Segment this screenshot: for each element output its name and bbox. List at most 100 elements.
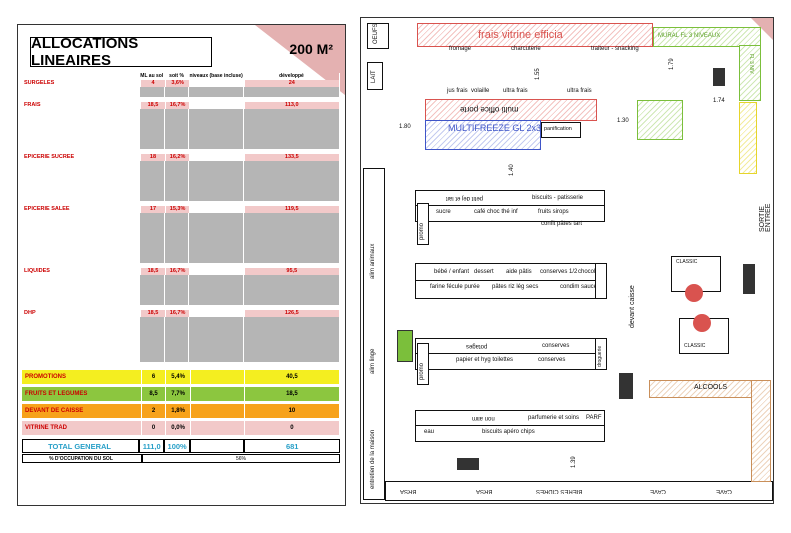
allocation-table: ML au sol soit % niveaux (base incluse) … [22,73,341,463]
occupation-value: 56% [142,454,340,463]
band-ml: 8,5 [142,387,167,401]
occupation-label: % D'OCCUPATION DU SOL [22,454,142,463]
aisle4-bot-label-1: eau [424,429,435,435]
total-label: TOTAL GENERAL [22,439,140,453]
section-ml: 17 [141,206,166,213]
section-dev: 119,5 [244,206,341,213]
section-name: DHP [22,310,142,317]
table-header: ML au sol soit % niveaux (base incluse) … [22,73,340,80]
brsa-label-1: BRSA [400,488,417,494]
lait-box: LAIT [367,62,383,90]
sub-row [22,290,340,295]
sub-row [22,181,340,186]
cashier-2 [693,314,711,332]
sub-row [22,317,340,322]
aisle3-top-label-2: conserves [542,343,570,349]
multifreeze-label: MULTIFREEZE GL 2x3P [448,123,548,133]
sub-row [22,134,340,139]
cashier-1 [685,284,703,302]
section-ml: 18,5 [141,102,166,109]
promo-end-2: promo [417,343,429,385]
allocations-panel: ALLOCATIONS LINEAIRES 200 M² ML au sol s… [17,24,346,506]
measure-139: 1.39 [571,456,577,468]
section-row: EPICERIE SALEE 17 15,3% 119,5 [22,206,341,213]
aisle2-top-label-3: aide pâtis [506,269,532,275]
fl-block [637,100,683,140]
oeufs-box: OEUFS [367,23,389,49]
aisle2-top-label-2: dessert [474,269,494,275]
band-name: VITRINE TRAD [22,421,142,435]
vitrine-frais-label: frais vitrine efficia [478,29,563,41]
total-ml: 111,0 [139,439,165,453]
label-jus: jus frais [447,88,468,94]
sub-row [22,124,340,129]
sub-row [22,322,340,327]
section-ml: 4 [141,80,166,87]
measure-179: 1.79 [669,58,675,70]
section-pct: 16,7% [165,310,191,317]
section-row: FRAIS 18,5 16,7% 113,0 [22,102,341,109]
total-row: TOTAL GENERAL 111,0 100% 681 [22,439,340,453]
sub-row [22,161,340,166]
section-dev: 113,0 [244,102,341,109]
cave-shelf [751,380,771,482]
sub-row [22,176,340,181]
total-dev: 681 [244,439,340,453]
sub-row [22,300,340,305]
left-wall-label-1: alim animaux [370,243,376,279]
sub-row [22,218,340,223]
header-ml: ML au sol [140,73,165,80]
multi-office-label: multi office porte [460,105,519,114]
trolley-icon [713,68,725,86]
sub-row [22,347,340,352]
band-pct: 5,4% [166,370,191,384]
sub-row [22,139,340,144]
label-ultra-frais-1: ultra frais [503,88,528,94]
section-row: SURGELES 4 3,6% 24 [22,80,341,87]
section-dev: 126,5 [244,310,341,317]
gondola-2: bébé / enfant dessert aide pâtis conserv… [415,263,605,299]
gondola-4: non alim parfumerie et soins eau biscuit… [415,410,605,442]
section-pct: 16,7% [165,268,191,275]
sub-row [22,332,340,337]
aisle1-bot-label-2: café choc thé inf [474,209,518,215]
label-ultra-frais-2: ultra frais [567,88,592,94]
aisle2-top-label-1: bébé / enfant [434,269,470,275]
band-dev: 18,5 [245,387,341,401]
sub-row [22,186,340,191]
band-pct: 7,7% [166,387,191,401]
section-row: LIQUIDES 18,5 16,7% 95,5 [22,268,341,275]
measure-174: 1.74 [713,98,725,104]
gondola-3: potages conserves papier et hyg toilette… [415,338,605,370]
section-dev: 24 [244,80,341,87]
section-dev: 95,5 [244,268,341,275]
sub-row [22,87,340,92]
left-wall-shelf: alim animaux alim linge entretien de la … [363,168,385,500]
band-ml: 6 [142,370,167,384]
aisle1-bot-label-3: fruits sirops [538,209,569,215]
label-traiteur: traiteur - snacking [591,46,639,52]
fl-right: FL 3 NIV [739,45,761,101]
band-name: FRUITS ET LEGUMES [22,387,142,401]
band-row: PROMOTIONS 6 5,4% 40,5 [22,370,341,384]
band-row: DEVANT DE CAISSE 2 1,8% 10 [22,404,341,418]
band-row: FRUITS ET LEGUMES 8,5 7,7% 18,5 [22,387,341,401]
header-dev: développé [244,73,340,80]
aisle3-bot-label-2: conserves [538,357,566,363]
aisle1-top-label-2: biscuits - patisserie [532,195,584,201]
section-pct: 16,2% [165,154,191,161]
panification-label: panification [544,126,572,132]
sub-row [22,248,340,253]
section-name: EPICERIE SALEE [22,206,142,213]
trolley-icon [743,264,755,294]
section-ml: 18 [141,154,166,161]
gondola-1: petit dej et lait biscuits - patisserie … [415,190,605,222]
alcools-label: ALCOOLS [694,384,728,391]
mural-fl: MURAL FL 3 NIVEAUX [653,27,761,47]
sub-row [22,191,340,196]
brsa-label-2: BRSA [476,488,493,494]
sub-row [22,280,340,285]
promo-yellow [739,102,757,174]
band-dev: 40,5 [245,370,341,384]
basket-icon [397,330,413,362]
